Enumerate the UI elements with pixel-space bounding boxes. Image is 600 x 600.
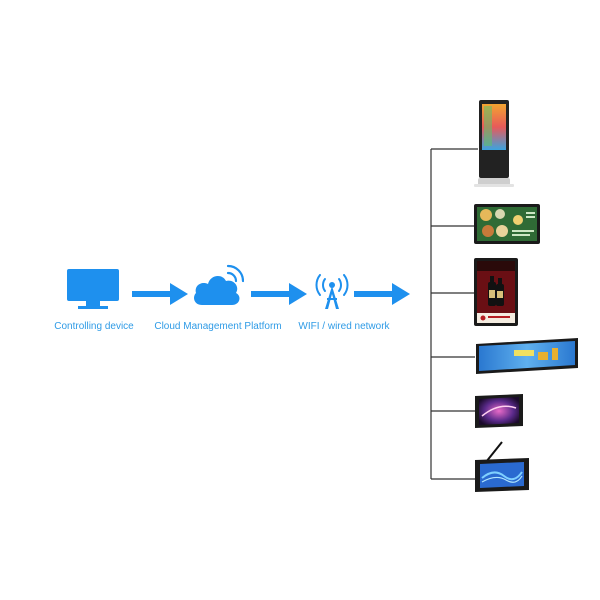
floor-standing-kiosk-icon (474, 100, 514, 188)
menu-board-display-icon (474, 204, 540, 244)
open-frame-display-icon (474, 394, 524, 428)
network-label: WIFI / wired network (298, 321, 390, 332)
arrow-right-icon (132, 283, 188, 305)
arrow-right-icon (251, 283, 307, 305)
stretched-bar-display-icon (474, 338, 580, 376)
controlling-device-label: Controlling device (54, 321, 134, 332)
open-frame-antenna-display-icon (474, 440, 530, 492)
monitor-icon (66, 268, 120, 312)
cloud-wifi-icon (192, 263, 244, 307)
arrow-right-icon (354, 283, 410, 305)
wine-ad-display-icon (474, 258, 518, 326)
antenna-icon (312, 274, 352, 310)
cloud-platform-label: Cloud Management Platform (154, 321, 282, 332)
